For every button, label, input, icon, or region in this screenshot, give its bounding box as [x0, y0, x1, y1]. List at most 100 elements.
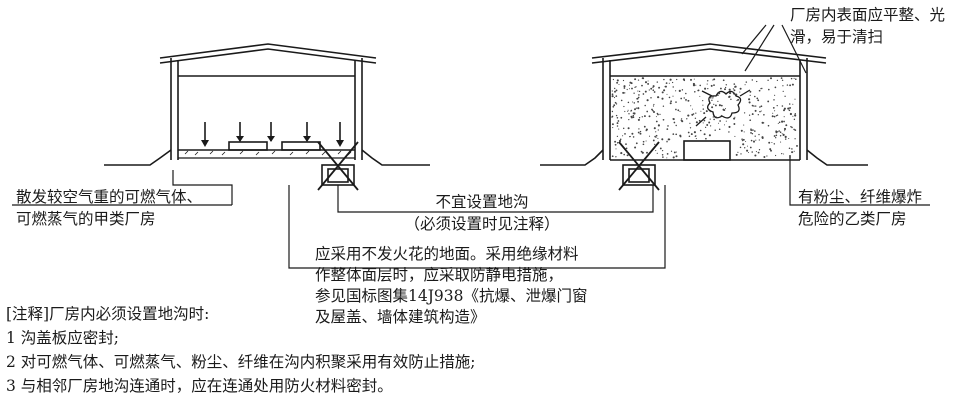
dust-dot	[627, 109, 629, 111]
dust-dot	[616, 117, 619, 119]
dust-dot	[657, 137, 659, 139]
dust-dot	[646, 110, 649, 113]
dust-dot	[739, 87, 742, 90]
dust-dot	[689, 122, 691, 124]
dust-dot	[687, 99, 690, 102]
dust-dot	[636, 97, 638, 100]
dust-dot	[625, 143, 627, 145]
dust-dot	[775, 131, 778, 134]
dust-dot	[670, 100, 672, 103]
dust-dot	[788, 147, 791, 150]
dust-dot	[675, 151, 677, 153]
dust-dot	[712, 97, 714, 99]
dust-dot	[695, 84, 697, 86]
dust-dot	[661, 138, 664, 141]
dust-dot	[709, 111, 711, 113]
dust-dot	[705, 137, 707, 140]
dust-dot	[652, 110, 656, 114]
dust-dot	[775, 137, 777, 139]
dust-dot	[792, 103, 794, 105]
dust-dot	[623, 153, 625, 156]
dust-dot	[618, 139, 622, 143]
dust-dot	[692, 108, 693, 110]
dust-dot	[770, 149, 772, 152]
dust-dot	[776, 114, 779, 116]
dust-dot	[782, 133, 785, 136]
dust-dot	[793, 118, 796, 121]
dust-dot	[739, 146, 742, 149]
dust-dot	[637, 107, 640, 110]
dust-dot	[616, 81, 619, 84]
dust-dot	[787, 107, 790, 110]
dust-dot	[639, 132, 642, 135]
dust-dot	[706, 80, 709, 82]
dust-dot	[661, 91, 664, 94]
dust-dot	[614, 140, 617, 143]
dust-dot	[791, 148, 793, 150]
dust-dot	[718, 92, 721, 95]
dust-dot	[641, 84, 643, 87]
dust-dot	[616, 141, 619, 144]
dust-dot	[633, 92, 635, 94]
dust-dot	[652, 85, 655, 88]
dust-dot	[638, 128, 640, 130]
dust-dot	[748, 114, 751, 116]
floor-label-line1: 应采用不发火花的地面。采用绝缘材料	[315, 245, 579, 263]
dust-dot	[688, 135, 691, 137]
dust-dot	[651, 108, 653, 111]
dust-dot	[720, 104, 723, 107]
dust-dot	[708, 134, 711, 137]
dust-dot	[728, 95, 731, 98]
dust-dot	[742, 138, 745, 141]
dust-dot	[760, 88, 762, 90]
dust-dot	[741, 138, 743, 140]
dust-dot	[745, 81, 748, 83]
dust-dot	[616, 135, 619, 138]
dust-dot	[644, 90, 647, 93]
dust-dot	[671, 81, 674, 84]
dust-dot	[728, 125, 731, 128]
dust-dot	[680, 119, 682, 121]
dust-dot	[646, 129, 648, 131]
dust-dot	[794, 129, 797, 131]
dust-dot	[728, 131, 730, 133]
dust-dot	[755, 151, 757, 153]
dust-dot	[652, 105, 655, 107]
dust-dot	[781, 133, 783, 135]
dust-dot	[750, 139, 753, 142]
dust-dot	[725, 84, 728, 86]
dust-dot	[778, 121, 781, 124]
dust-dot	[647, 80, 649, 82]
dust-dot	[642, 93, 645, 95]
dust-dot	[672, 133, 675, 135]
dust-dot	[704, 126, 707, 129]
dust-dot	[756, 97, 759, 100]
dust-dot	[626, 154, 629, 157]
dust-dot	[694, 135, 696, 137]
dust-dot	[648, 135, 651, 137]
dust-dot	[740, 129, 743, 132]
dust-dot	[763, 113, 765, 116]
dust-dot	[713, 78, 716, 81]
dust-dot	[635, 142, 638, 145]
dust-dot	[751, 79, 754, 81]
dust-dot	[783, 116, 785, 118]
dust-dot	[672, 118, 675, 121]
dust-dot	[623, 105, 625, 108]
dust-dot	[611, 93, 614, 96]
dust-dot	[624, 133, 626, 135]
dust-dot	[632, 116, 635, 119]
floor-label-line4: 及屋盖、墙体建筑构造》	[315, 308, 486, 326]
dust-dot	[784, 95, 786, 97]
dust-dot	[652, 139, 655, 142]
dust-dot	[784, 130, 786, 132]
dust-dot	[615, 89, 618, 92]
dust-dot	[614, 90, 616, 93]
dust-dot	[669, 102, 672, 105]
dust-dot	[757, 99, 760, 102]
dust-dot	[720, 114, 722, 117]
dust-dot	[634, 86, 636, 89]
dust-dot	[615, 114, 618, 117]
dust-dot	[692, 113, 695, 115]
dust-dot	[658, 86, 661, 89]
